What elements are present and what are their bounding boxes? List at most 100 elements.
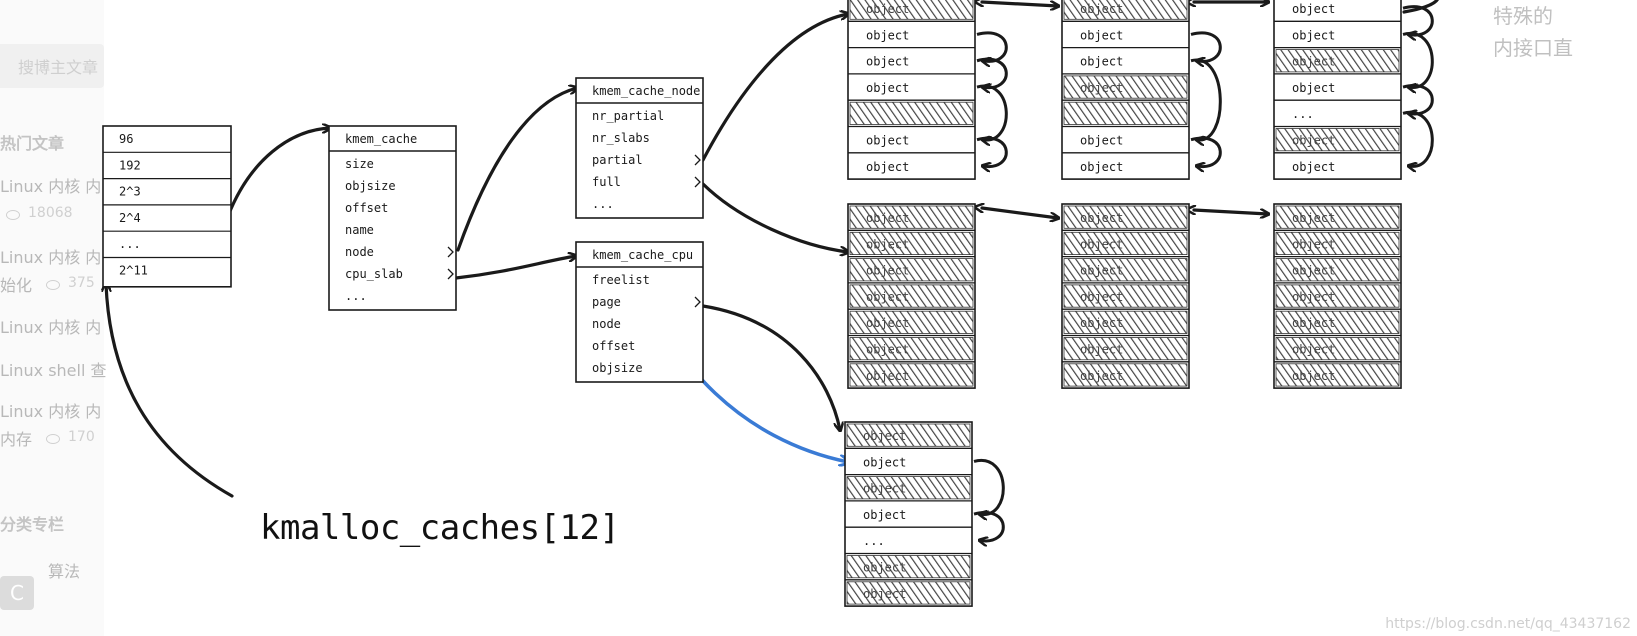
object-slot-label: object — [1080, 290, 1123, 304]
sidebar-article-2[interactable]: Linux 内核 内 — [0, 248, 102, 267]
partial-list-link-arrow — [982, 2, 1058, 6]
used-object-slot — [1063, 101, 1188, 125]
sidebar-category-heading: 分类专栏 — [0, 515, 65, 534]
object-slot-label: object — [866, 2, 909, 16]
object-slot-label: object — [866, 211, 909, 225]
sidebar-article-4[interactable]: Linux shell 查 — [0, 361, 107, 380]
used-object-slot — [1063, 205, 1188, 229]
kmem-cache-node-field: nr_partial — [592, 109, 664, 123]
kmem-cache-field: node — [345, 245, 374, 259]
freelist-link-arrow — [973, 459, 1005, 514]
sidebar-search-box[interactable]: 搜博主文章 — [0, 44, 104, 88]
sidebar-category-item[interactable]: 算法 — [48, 562, 81, 581]
object-slot-label: object — [1292, 134, 1335, 148]
size-array-cell: 2^4 — [119, 211, 141, 225]
used-object-slot — [849, 101, 974, 125]
partial-to-partial-slab-arrow — [701, 14, 848, 162]
object-slot-label: object — [1080, 316, 1123, 330]
sidebar-article-5-cont[interactable]: 内存 — [0, 430, 33, 449]
sidebar-hot-heading: 热门文章 — [0, 134, 65, 153]
blog-sidebar: 搜博主文章 热门文章 Linux 内核 内 18068 Linux 内核 内 始… — [0, 0, 107, 636]
object-slot-label: object — [866, 343, 909, 357]
used-object-slot — [1275, 337, 1400, 361]
size-array-cell: 2^11 — [119, 264, 148, 278]
object-slot-label: object — [863, 482, 906, 496]
pointer-chevron-icon — [694, 296, 701, 308]
object-slot-label: object — [1080, 81, 1123, 95]
used-object-slot — [1275, 49, 1400, 73]
cpu-slab-to-kmem-cache-cpu-arrow — [454, 256, 576, 280]
object-slot-label: object — [863, 561, 906, 575]
views-icon — [46, 434, 60, 444]
kmem-cache-cpu-field: freelist — [592, 273, 650, 287]
sidebar-article-5-views: 170 — [68, 429, 95, 445]
object-slot-label: object — [866, 28, 909, 42]
used-object-slot — [849, 0, 974, 20]
kmem-cache-node-field: full — [592, 175, 621, 189]
partial-slab-1-border — [847, 0, 976, 180]
kmem-cache-field: objsize — [345, 179, 396, 193]
freelist-link-arrow — [1190, 136, 1222, 166]
used-object-slot — [1063, 310, 1188, 334]
boxes-layer: 961922^32^4...2^11kmem_cachesizeobjsizeo… — [102, 0, 1434, 607]
kmem-cache-node-field: ... — [592, 197, 614, 211]
object-slot-label: object — [866, 264, 909, 278]
freelist-link-arrow — [976, 136, 1008, 166]
full-list-link-arrow — [1194, 210, 1268, 214]
object-slot-label: object — [1292, 237, 1335, 251]
kmem-cache-cpu-border — [575, 241, 704, 383]
sidebar-article-3[interactable]: Linux 内核 内 — [0, 318, 102, 337]
partial-slab-3-top-loop-arrow — [1402, 0, 1439, 14]
object-slot-label: object — [866, 81, 909, 95]
full-to-full-slab-arrow — [701, 182, 848, 252]
freelist-link-arrow — [973, 511, 1005, 541]
pointer-chevron-icon — [447, 246, 454, 258]
object-slot-label: object — [863, 508, 906, 522]
object-slot-label: object — [863, 429, 906, 443]
object-slot-label: object — [1080, 28, 1123, 42]
used-object-slot — [1063, 337, 1188, 361]
used-object-slot — [1275, 205, 1400, 229]
object-slot-label: object — [863, 587, 906, 601]
object-slot-label: object — [1080, 134, 1123, 148]
sidebar-article-1[interactable]: Linux 内核 内 — [0, 177, 102, 196]
full-slab-2: objectobjectobjectobjectobjectobjectobje… — [1061, 203, 1190, 389]
used-object-slot — [1063, 231, 1188, 256]
kmem-cache-field: cpu_slab — [345, 267, 403, 281]
used-object-slot — [1275, 258, 1400, 282]
sidebar-article-5[interactable]: Linux 内核 内 — [0, 402, 102, 421]
object-slot-label: object — [1292, 81, 1335, 95]
freelist-link-arrow — [976, 57, 1008, 87]
object-slot-label: object — [1080, 237, 1123, 251]
sidebar-article-1-views: 18068 — [28, 205, 73, 221]
used-object-slot — [846, 581, 971, 605]
used-object-slot — [1275, 310, 1400, 334]
kmem-cache-border — [328, 125, 457, 311]
used-object-slot — [1063, 363, 1188, 387]
used-object-slot — [849, 205, 974, 229]
object-slot-label: object — [866, 55, 909, 69]
used-object-slot — [1063, 0, 1188, 20]
object-slot-label: object — [1080, 55, 1123, 69]
kmem-cache-title: kmem_cache — [345, 132, 417, 146]
kmalloc-caches-label: kmalloc_caches[12] — [260, 508, 620, 548]
freelist-link-arrow — [1190, 58, 1222, 140]
node-to-kmem-cache-node-arrow — [456, 88, 577, 252]
freelist-link-arrow — [976, 84, 1008, 140]
object-slot-label: object — [1292, 2, 1335, 16]
full-list-link-arrow — [982, 208, 1058, 218]
used-object-slot — [849, 231, 974, 256]
object-slot-label: object — [1292, 55, 1335, 69]
background-text-line2: 内接口直 — [1493, 36, 1573, 60]
used-object-slot — [1275, 363, 1400, 387]
object-slot-label: object — [1292, 28, 1335, 42]
sidebar-article-2-cont[interactable]: 始化 — [0, 276, 33, 295]
object-slot-label: object — [1292, 316, 1335, 330]
freelist-link-arrow — [1402, 32, 1434, 87]
object-slot-label: object — [1080, 264, 1123, 278]
object-slot-label: object — [863, 455, 906, 469]
pointer-chevron-icon — [694, 176, 701, 188]
